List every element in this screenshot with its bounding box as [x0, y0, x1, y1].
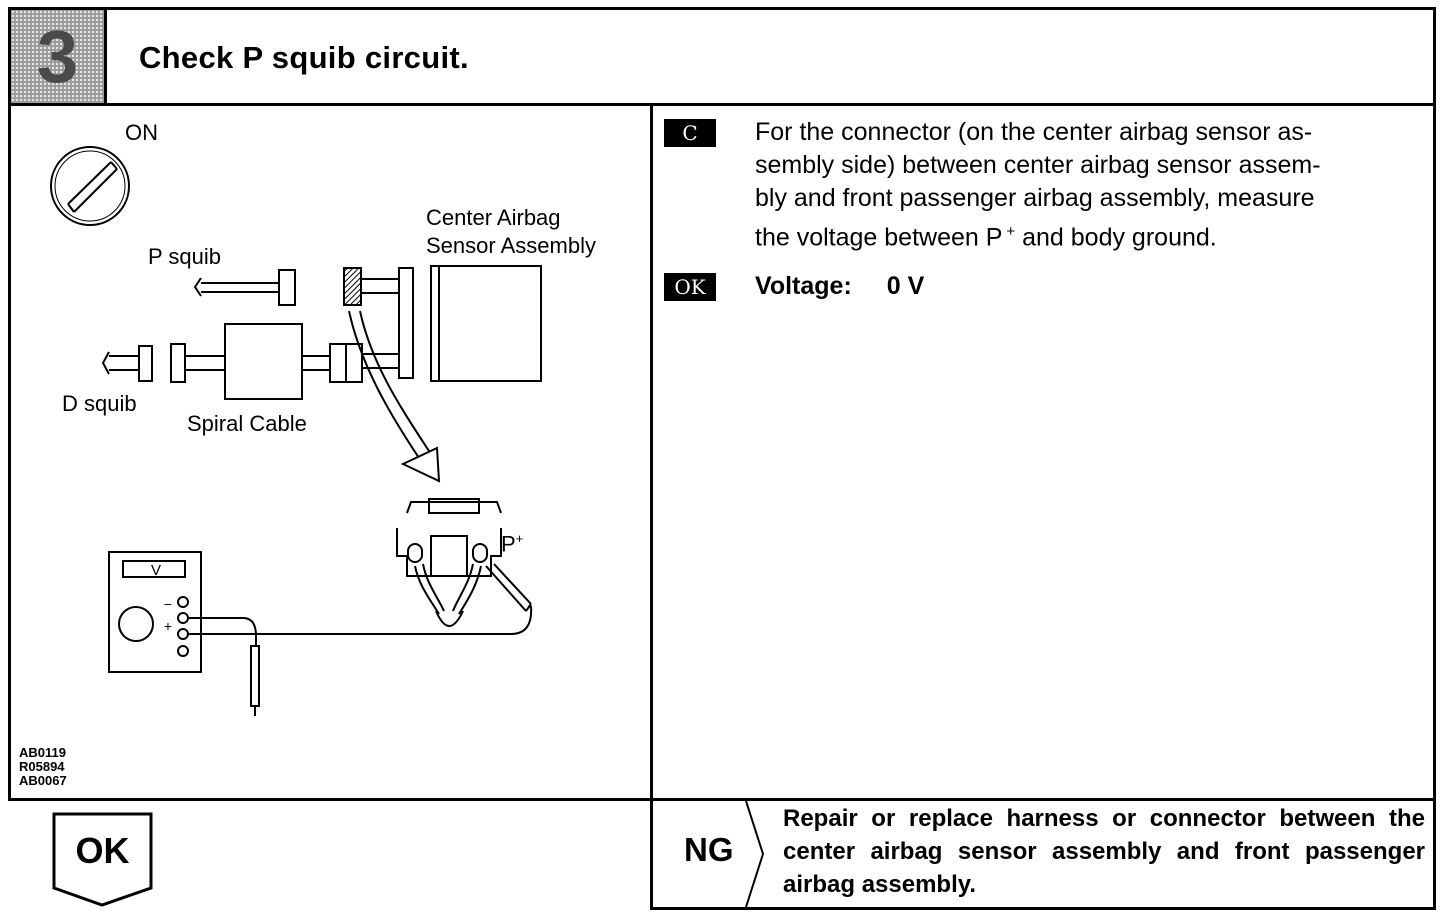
connector-detail	[396, 498, 532, 627]
meter-mode-label: V	[151, 562, 161, 579]
ok-tag: OK	[664, 273, 716, 301]
center-airbag-label-line2: Sensor Assembly	[426, 233, 596, 258]
arrow-icon	[348, 310, 441, 483]
d-squib-label: D squib	[62, 391, 137, 416]
check-tag: C	[664, 119, 716, 147]
ng-result-label: NG	[684, 831, 734, 868]
voltmeter-icon	[108, 551, 533, 716]
page-title: Check P squib circuit.	[139, 40, 469, 75]
ng-divider-chevron	[745, 801, 765, 907]
ok-result-label: OK	[75, 830, 130, 871]
instruction-line: the voltage between P+ and body ground.	[755, 223, 1217, 252]
instruction-line: For the connector (on the center airbag …	[755, 118, 1313, 146]
instruction-panel: C For the connector (on the center airba…	[650, 103, 1436, 801]
meter-minus-label: −	[164, 596, 172, 612]
ref-code: AB0067	[19, 773, 67, 788]
spec-value: 0 V	[886, 272, 925, 300]
ignition-key-icon	[50, 146, 130, 226]
p-squib-connector	[193, 269, 296, 306]
p-squib-label: P squib	[148, 244, 221, 269]
step-number-badge: 3	[11, 10, 107, 103]
terminal-label: P+	[501, 531, 524, 557]
step-header: 3 Check P squib circuit.	[8, 7, 1436, 106]
meter-plus-label: +	[164, 618, 172, 634]
instruction-line: bly and front passenger airbag assembly,…	[755, 184, 1315, 212]
reference-codes: AB0119 R05894 AB0067	[19, 746, 67, 788]
step-number: 3	[36, 14, 79, 98]
voltage-spec: Voltage: 0 V	[755, 270, 924, 303]
center-airbag-sensor	[343, 265, 542, 382]
spiral-cable	[101, 323, 399, 400]
wiring-diagram: V − +	[50, 146, 542, 716]
spec-label: Voltage:	[755, 272, 852, 300]
ref-code: AB0119	[19, 745, 66, 760]
ng-result-text: Repair or replace harness or connector b…	[783, 805, 1425, 898]
check-instruction: For the connector (on the center airbag …	[755, 116, 1321, 254]
instruction-line: sembly side) between center airbag senso…	[755, 151, 1321, 179]
center-airbag-label-line1: Center Airbag	[426, 205, 561, 230]
ng-result-box: NG Repair or replace harness or connecto…	[650, 798, 1436, 910]
spiral-cable-label: Spiral Cable	[187, 411, 307, 436]
ignition-on-label: ON	[125, 120, 158, 145]
diagram-panel: V − + ON P squib Center Airbag Sensor As…	[8, 103, 653, 801]
ref-code: R05894	[19, 759, 65, 774]
ok-result-shape	[52, 812, 153, 907]
